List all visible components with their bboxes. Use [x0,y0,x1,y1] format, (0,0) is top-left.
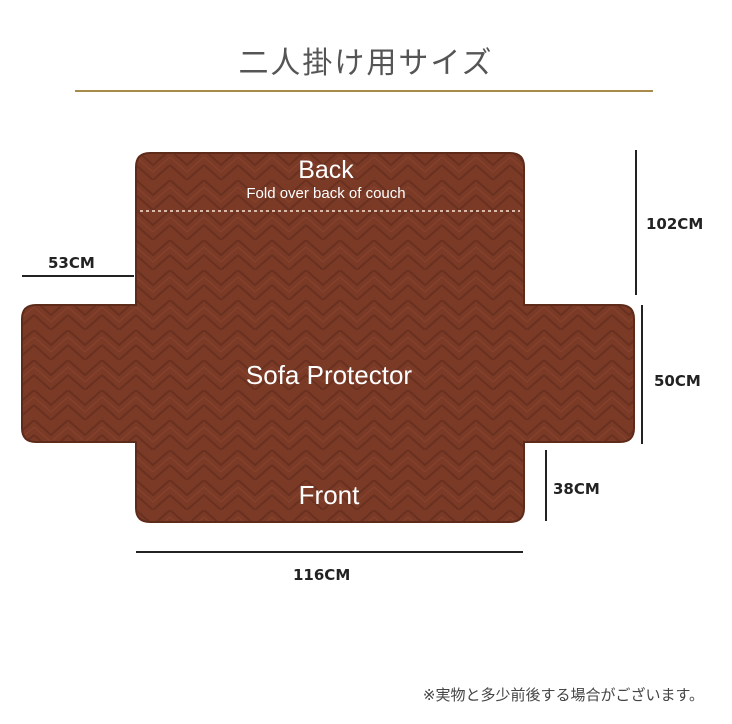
back-depth-label: 102CM [646,215,704,233]
front-label: Front [299,480,360,510]
arm-width-label: 53CM [48,254,95,272]
arm-height-label: 50CM [654,372,701,390]
front-depth-label: 38CM [553,480,600,498]
back-label: Back [298,156,354,184]
title-underline [75,90,653,92]
center-label: Sofa Protector [246,360,413,390]
disclaimer-note: ※実物と多少前後する場合がございます。 [422,686,704,704]
back-sublabel: Fold over back of couch [246,185,405,202]
page-title: 二人掛け用サイズ [238,46,494,81]
sofa-protector-shape [21,152,635,523]
total-width-label: 116CM [293,566,351,584]
